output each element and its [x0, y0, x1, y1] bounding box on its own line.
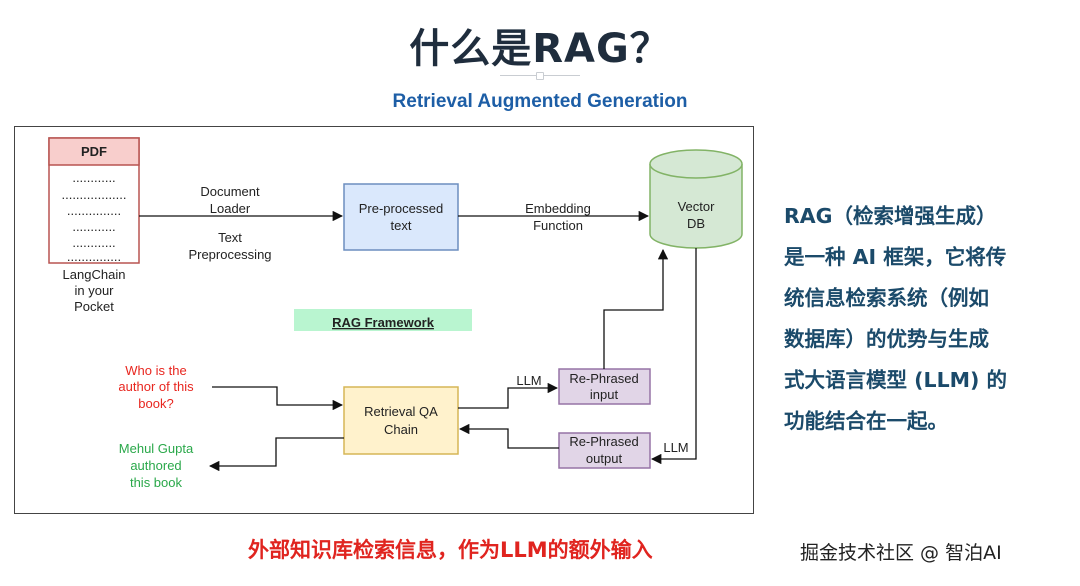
question-arrow [212, 386, 344, 411]
preprocessed-text-label: Pre-processed [359, 201, 444, 216]
embedding-label: Function [533, 218, 583, 233]
output-qa-arrow [458, 423, 559, 449]
pdf-line: ............ [72, 170, 115, 185]
description-line: 功能结合在一起。 [784, 409, 948, 433]
llm-label-bottom: LLM [663, 440, 688, 455]
pdf-caption-line: LangChain [63, 267, 126, 282]
vector-db-cylinder [649, 149, 743, 249]
pdf-line: .................. [61, 187, 126, 202]
description-line: 是一种 AI 框架，它将传 [784, 245, 1007, 269]
llm-label-top: LLM [516, 373, 541, 388]
preprocessing-label: Text [218, 230, 242, 245]
pdf-content-lines: ............ .................. ........… [61, 170, 126, 264]
preprocessing-label: Preprocessing [188, 247, 271, 262]
page-subtitle: Retrieval Augmented Generation [392, 91, 688, 112]
loader-label: Document [200, 184, 260, 199]
rephrased-input-box [558, 368, 651, 405]
bottom-banner: 外部知识库检索信息，作为LLM的额外输入 [248, 538, 653, 562]
page-title: 什么是RAG？ [409, 26, 671, 72]
query-db-arrow [603, 248, 669, 369]
qa-chain-label: Chain [384, 422, 418, 437]
rephrased-input-label: input [590, 387, 619, 402]
pdf-caption-line: Pocket [74, 299, 114, 314]
question-line: book? [138, 396, 173, 411]
watermark: 掘金技术社区 @ 智泊AI [800, 542, 1002, 564]
question-line: Who is the [125, 363, 186, 378]
db-output-arrow [650, 248, 697, 465]
embedding-label: Embedding [525, 201, 591, 216]
qa-chain-label: Retrieval QA [364, 404, 438, 419]
answer-arrow [208, 437, 344, 472]
vector-db-label: DB [687, 216, 705, 231]
rag-description: RAG（检索增强生成） 是一种 AI 框架，它将传 统信息检索系统（例如 数据库… [784, 196, 1069, 442]
question-line: author of this [118, 379, 194, 394]
description-line: 数据库）的优势与生成 [784, 327, 989, 351]
answer-line: Mehul Gupta [119, 441, 194, 456]
preprocessed-text-label: text [391, 218, 412, 233]
pdf-line: ............... [67, 203, 121, 218]
vector-db-label: Vector [678, 199, 716, 214]
pdf-header-label: PDF [81, 144, 107, 159]
pdf-line: ............... [67, 249, 121, 264]
pdf-line: ............ [72, 219, 115, 234]
answer-line: authored [130, 458, 181, 473]
rephrased-output-label: output [586, 451, 623, 466]
preprocessed-text-box [343, 183, 459, 251]
loader-label: Loader [210, 201, 251, 216]
description-line: 式大语言模型 (LLM) 的 [784, 368, 1008, 392]
pdf-header [48, 137, 140, 166]
description-line: 统信息检索系统（例如 [784, 286, 989, 310]
retrieval-qa-chain-box [343, 386, 459, 455]
rephrased-input-label: Re-Phrased [569, 371, 638, 386]
framework-title: RAG Framework [332, 315, 435, 330]
rephrased-output-box [558, 432, 651, 469]
pdf-caption-line: in your [74, 283, 114, 298]
description-line: RAG（检索增强生成） [784, 204, 997, 228]
llm-input-arrow [458, 382, 559, 409]
framework-highlight [294, 309, 472, 331]
answer-line: this book [130, 475, 183, 490]
rephrased-output-label: Re-Phrased [569, 434, 638, 449]
title-divider-ornament [536, 72, 544, 80]
pdf-line: ............ [72, 235, 115, 250]
